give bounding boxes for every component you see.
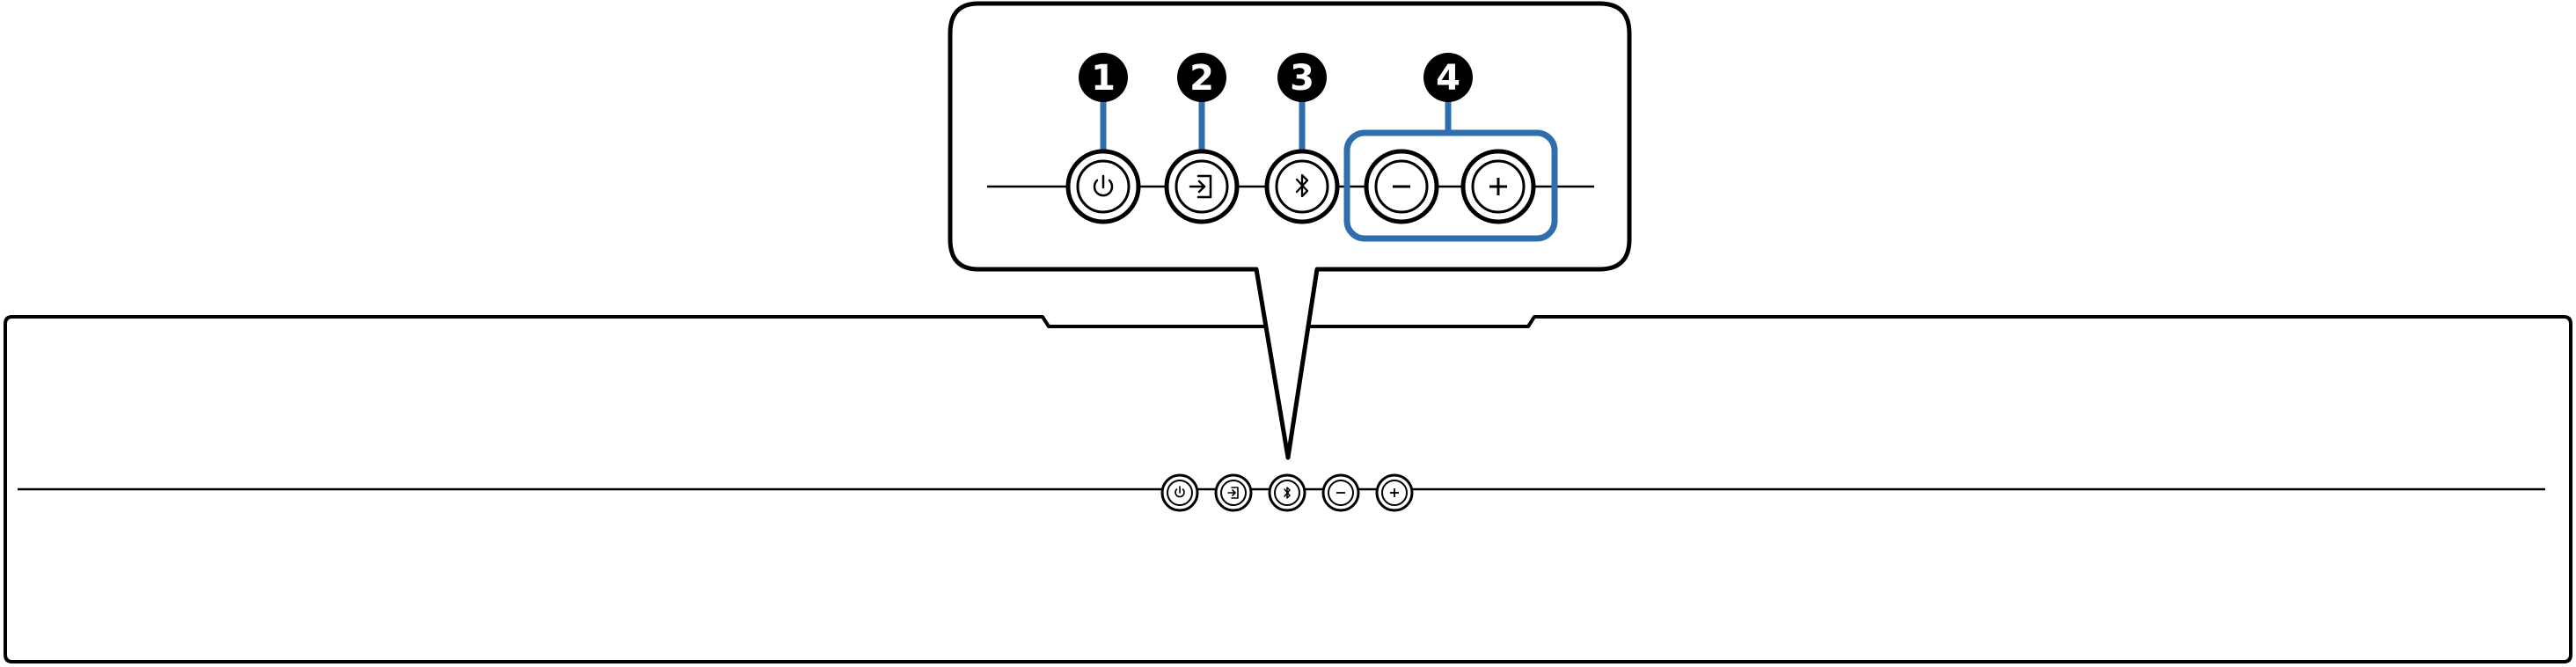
body-button-bluetooth bbox=[1268, 473, 1306, 512]
callout-number-1: 1 bbox=[1091, 58, 1116, 99]
zoom-button-volume-up bbox=[1460, 149, 1536, 224]
power-icon bbox=[1175, 486, 1185, 498]
bluetooth-icon bbox=[1295, 173, 1309, 198]
callout-number-3: 3 bbox=[1290, 58, 1314, 99]
callout-number-4: 4 bbox=[1436, 58, 1460, 99]
callout-badge-3: 3 bbox=[1277, 53, 1327, 102]
zoom-button-bluetooth bbox=[1264, 149, 1340, 224]
body-button-power bbox=[1160, 473, 1199, 512]
plus-icon bbox=[1489, 178, 1507, 195]
plus-icon bbox=[1390, 488, 1399, 497]
body-button-volume-up bbox=[1375, 473, 1414, 512]
zoom-button-power bbox=[1065, 149, 1141, 224]
body-button-input bbox=[1214, 473, 1253, 512]
zoom-button-input bbox=[1164, 149, 1240, 224]
callout-badge-4: 4 bbox=[1423, 53, 1473, 102]
input-icon bbox=[1189, 174, 1212, 199]
input-icon bbox=[1227, 487, 1239, 499]
zoom-button-volume-down bbox=[1364, 149, 1439, 224]
body-button-volume-down bbox=[1321, 473, 1360, 512]
bluetooth-icon bbox=[1284, 487, 1291, 499]
callout-badge-1: 1 bbox=[1079, 53, 1128, 102]
zoom-callout-bubble bbox=[948, 1, 1632, 460]
power-icon bbox=[1093, 174, 1114, 197]
callout-badge-2: 2 bbox=[1177, 53, 1226, 102]
callout-number-2: 2 bbox=[1189, 58, 1214, 99]
